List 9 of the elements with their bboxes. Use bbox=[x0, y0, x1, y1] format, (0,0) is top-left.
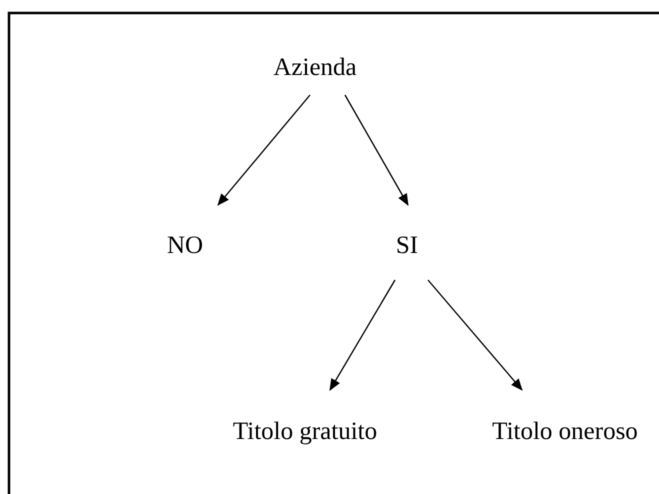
arrow bbox=[329, 280, 396, 391]
arrow bbox=[217, 94, 310, 206]
node-label: Azienda bbox=[273, 54, 357, 81]
arrow bbox=[428, 280, 523, 391]
node-label: Titolo gratuito bbox=[232, 418, 378, 445]
arrow bbox=[344, 94, 409, 206]
node-label: Titolo oneroso bbox=[492, 418, 638, 445]
node-label: SI bbox=[396, 232, 418, 259]
node-label: NO bbox=[166, 232, 204, 259]
